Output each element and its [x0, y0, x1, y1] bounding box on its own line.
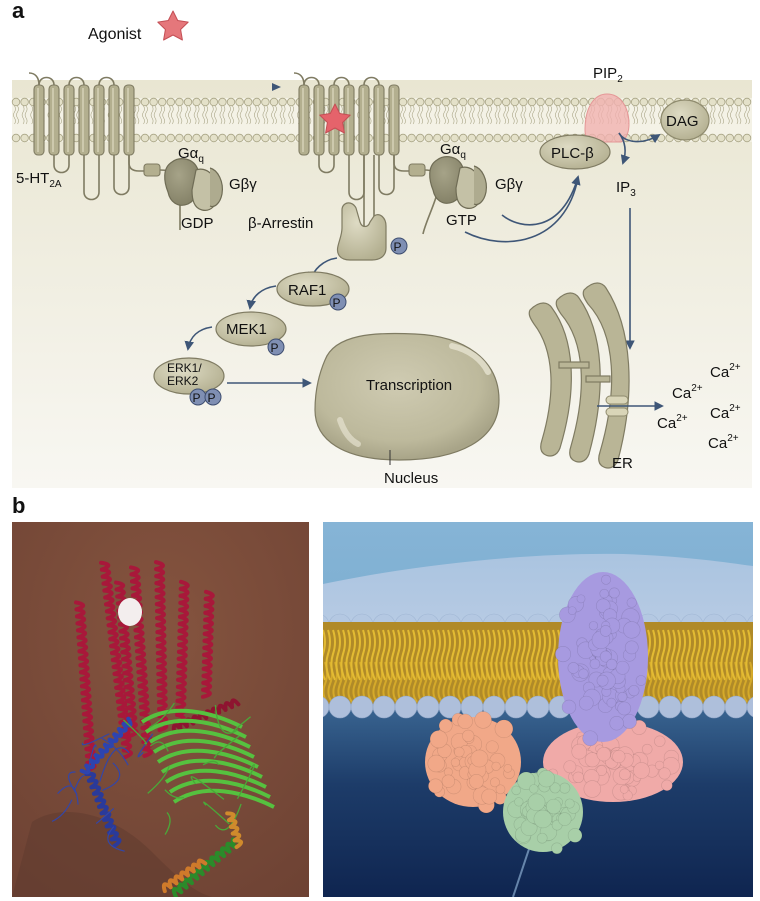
- phospho-badge-erk-1: P: [190, 389, 206, 405]
- phospho-badge-mek1: P: [268, 339, 284, 355]
- membrane-surface-render-image: [323, 522, 753, 897]
- lipid-heads-lower: [323, 696, 753, 718]
- bound-ligand: [118, 598, 142, 626]
- svg-text:P: P: [193, 391, 201, 405]
- g-beta-gamma-label-left: Gβγ: [229, 176, 257, 193]
- mek1-label: MEK1: [226, 321, 267, 338]
- gdp-label: GDP: [181, 215, 214, 232]
- panel-a: a: [0, 0, 760, 490]
- svg-text:P: P: [394, 240, 402, 254]
- phospho-badge-arrestin: P: [391, 238, 407, 254]
- signaling-pathway-diagram: Agonist 5-HT2A Gαq Gβγ GDP β-Arrestin P: [0, 0, 760, 490]
- agonist-star-icon: [158, 11, 188, 40]
- agonist-label: Agonist: [88, 26, 142, 43]
- er-label: ER: [612, 455, 633, 472]
- erk-label-line2: ERK2: [167, 374, 199, 388]
- svg-text:P: P: [271, 341, 279, 355]
- dag-label: DAG: [666, 113, 699, 130]
- transcription-label: Transcription: [366, 377, 452, 394]
- erk-label-line1: ERK1/: [167, 361, 202, 375]
- g-beta-gamma-label-right: Gβγ: [495, 176, 523, 193]
- panel-letter-b: b: [12, 493, 25, 519]
- phospho-badge-raf1: P: [330, 294, 346, 310]
- svg-text:P: P: [333, 296, 341, 310]
- nucleus-label: Nucleus: [384, 470, 438, 487]
- raf1-label: RAF1: [288, 282, 326, 299]
- nucleus: [315, 333, 499, 460]
- gtp-label: GTP: [446, 212, 477, 229]
- svg-text:P: P: [208, 391, 216, 405]
- plc-beta-label: PLC-β: [551, 145, 594, 162]
- phospho-badge-erk-2: P: [205, 389, 221, 405]
- beta-arrestin-label: β-Arrestin: [248, 215, 313, 232]
- ribbon-structure-image: [12, 522, 309, 897]
- membrane-render: [323, 522, 753, 897]
- ribbon-structure-render: [12, 522, 309, 897]
